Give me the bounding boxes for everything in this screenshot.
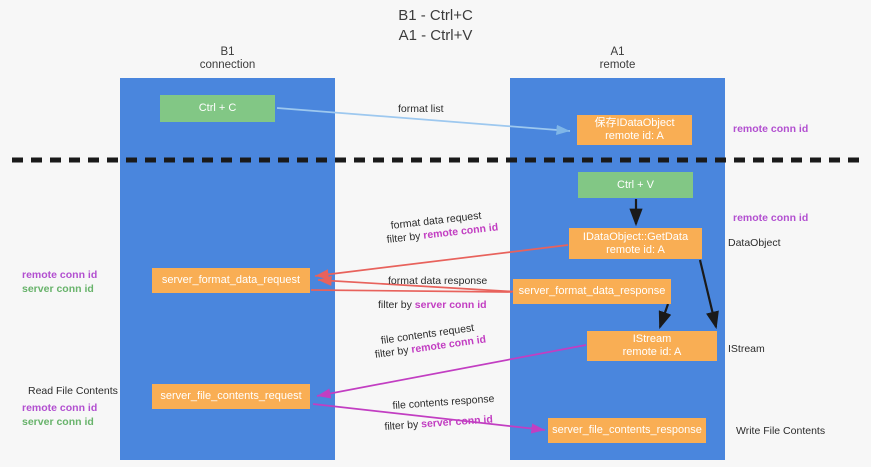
label-remote-conn-id-left-mid: remote conn id [22, 269, 98, 281]
node-server-file-contents-response[interactable]: server_file_contents_response [548, 418, 706, 443]
label-file-contents-response: file contents response [392, 392, 495, 412]
label-read-file-contents: Read File Contents [28, 385, 118, 397]
lane-heading-b1: B1 connection [199, 46, 256, 71]
label-server-conn-id-left-low: server conn id [22, 416, 94, 428]
node-save-idataobject[interactable]: 保存IDataObject remote id: A [577, 115, 692, 145]
filter-by-text-1: filter by [386, 229, 425, 246]
node-server-format-data-response[interactable]: server_format_data_response [513, 279, 671, 304]
label-remote-conn-id-mid: remote conn id [733, 211, 808, 225]
node-idataobject-getdata[interactable]: IDataObject::GetData remote id: A [569, 228, 702, 259]
server-conn-id-inline-1: server conn id [414, 299, 487, 311]
label-server-conn-id-left-mid: server conn id [22, 283, 94, 295]
node-server-file-contents-request[interactable]: server_file_contents_request [152, 384, 310, 409]
node-istream[interactable]: IStream remote id: A [587, 331, 717, 361]
label-dataobject: DataObject [728, 237, 781, 249]
label-left-conn-ids-mid: remote conn id server conn id [22, 268, 97, 296]
node-ctrl-c[interactable]: Ctrl + C [160, 95, 275, 122]
label-format-list: format list [398, 103, 444, 115]
filter-by-text-4: filter by [384, 418, 422, 433]
label-remote-conn-id-text-2: remote conn id [733, 212, 809, 224]
label-left-conn-ids-low: remote conn id server conn id [22, 401, 97, 429]
label-format-data-response: format data response [388, 275, 488, 287]
arrow-format-data-response [310, 289, 513, 293]
label-write-file-contents: Write File Contents [736, 425, 826, 437]
server-conn-id-inline-2: server conn id [420, 413, 494, 431]
label-remote-conn-id-top: remote conn id [733, 122, 808, 136]
lane-heading-a1: A1 remote [599, 46, 636, 71]
label-filter-by-server-conn-id-1: filter by server conn id [378, 298, 487, 312]
diagram-title: B1 - Ctrl+C A1 - Ctrl+V [398, 7, 473, 44]
label-remote-conn-id-left-low: remote conn id [22, 402, 98, 414]
label-istream: IStream [728, 343, 765, 355]
filter-by-text-2: filter by [378, 299, 415, 311]
node-ctrl-v[interactable]: Ctrl + V [578, 172, 693, 198]
node-server-format-data-request[interactable]: server_format_data_request [152, 268, 310, 293]
label-remote-conn-id-text: remote conn id [733, 123, 809, 135]
filter-by-text-3: filter by [374, 343, 413, 361]
label-filter-by-server-conn-id-2: filter by server conn id [384, 412, 493, 434]
